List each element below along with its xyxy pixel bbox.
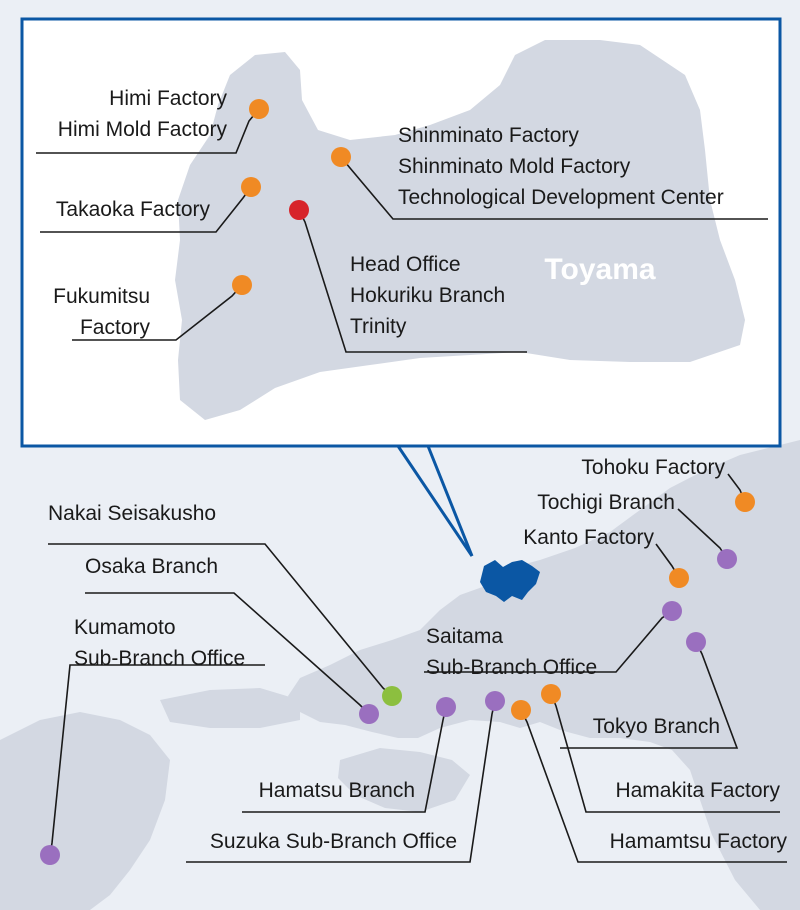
marker-nakai[interactable] xyxy=(382,686,402,706)
location-label-tohoku: Tohoku Factory xyxy=(581,456,725,479)
location-label-line: Shinminato Mold Factory xyxy=(398,155,631,178)
location-label-takaoka: Takaoka Factory xyxy=(56,198,211,221)
region-label-toyama: Toyama xyxy=(544,253,655,286)
location-label-line: Hokuriku Branch xyxy=(350,284,505,307)
location-label-line: Kanto Factory xyxy=(523,526,654,549)
marker-hamakita[interactable] xyxy=(541,684,561,704)
location-label-line: Sub-Branch Office xyxy=(426,656,597,679)
location-label-kanto: Kanto Factory xyxy=(523,526,654,549)
marker-hamatsu[interactable] xyxy=(436,697,456,717)
location-label-line: Hamakita Factory xyxy=(615,779,780,802)
location-label-line: Shinminato Factory xyxy=(398,124,579,147)
location-label-nakai: Nakai Seisakusho xyxy=(48,502,216,525)
marker-kanto[interactable] xyxy=(669,568,689,588)
marker-osaka[interactable] xyxy=(359,704,379,724)
location-markers xyxy=(40,99,755,865)
location-label-line: Tohoku Factory xyxy=(581,456,725,479)
location-label-line: Sub-Branch Office xyxy=(74,647,245,670)
location-label-line: Himi Factory xyxy=(109,87,227,110)
location-label-line: Kumamoto xyxy=(74,616,176,639)
marker-suzuka[interactable] xyxy=(485,691,505,711)
location-label-line: Osaka Branch xyxy=(85,555,218,578)
toyama-highlight xyxy=(480,560,540,602)
marker-fukumitsu[interactable] xyxy=(232,275,252,295)
location-label-line: Tokyo Branch xyxy=(593,715,720,738)
location-label-line: Hamatsu Branch xyxy=(259,779,415,802)
location-label-line: Trinity xyxy=(350,315,407,338)
marker-tokyo[interactable] xyxy=(686,632,706,652)
location-label-suzuka: Suzuka Sub-Branch Office xyxy=(210,830,457,853)
marker-saitama[interactable] xyxy=(662,601,682,621)
marker-kumamoto[interactable] xyxy=(40,845,60,865)
location-label-line: Factory xyxy=(80,316,151,339)
marker-tochigi[interactable] xyxy=(717,549,737,569)
location-label-line: Tochigi Branch xyxy=(537,491,675,514)
location-label-tochigi: Tochigi Branch xyxy=(537,491,675,514)
inset-pointer xyxy=(396,445,474,557)
location-label-line: Head Office xyxy=(350,253,461,276)
marker-head-office[interactable] xyxy=(289,200,309,220)
location-label-line: Hamamtsu Factory xyxy=(610,830,788,853)
location-label-line: Nakai Seisakusho xyxy=(48,502,216,525)
location-label-line: Fukumitsu xyxy=(53,285,150,308)
marker-takaoka[interactable] xyxy=(241,177,261,197)
location-label-tokyo: Tokyo Branch xyxy=(593,715,720,738)
location-label-line: Himi Mold Factory xyxy=(58,118,228,141)
toyama-detail-shape xyxy=(175,40,745,420)
location-label-line: Suzuka Sub-Branch Office xyxy=(210,830,457,853)
location-label-line: Technological Development Center xyxy=(398,186,724,209)
marker-himi[interactable] xyxy=(249,99,269,119)
marker-tohoku[interactable] xyxy=(735,492,755,512)
location-label-line: Takaoka Factory xyxy=(56,198,211,221)
location-label-hamakita: Hamakita Factory xyxy=(615,779,780,802)
location-label-line: Saitama xyxy=(426,625,503,648)
marker-shinminato[interactable] xyxy=(331,147,351,167)
location-label-osaka: Osaka Branch xyxy=(85,555,218,578)
marker-hamamatsu[interactable] xyxy=(511,700,531,720)
location-label-hamamatsu: Hamamtsu Factory xyxy=(610,830,788,853)
location-label-hamatsu: Hamatsu Branch xyxy=(259,779,415,802)
